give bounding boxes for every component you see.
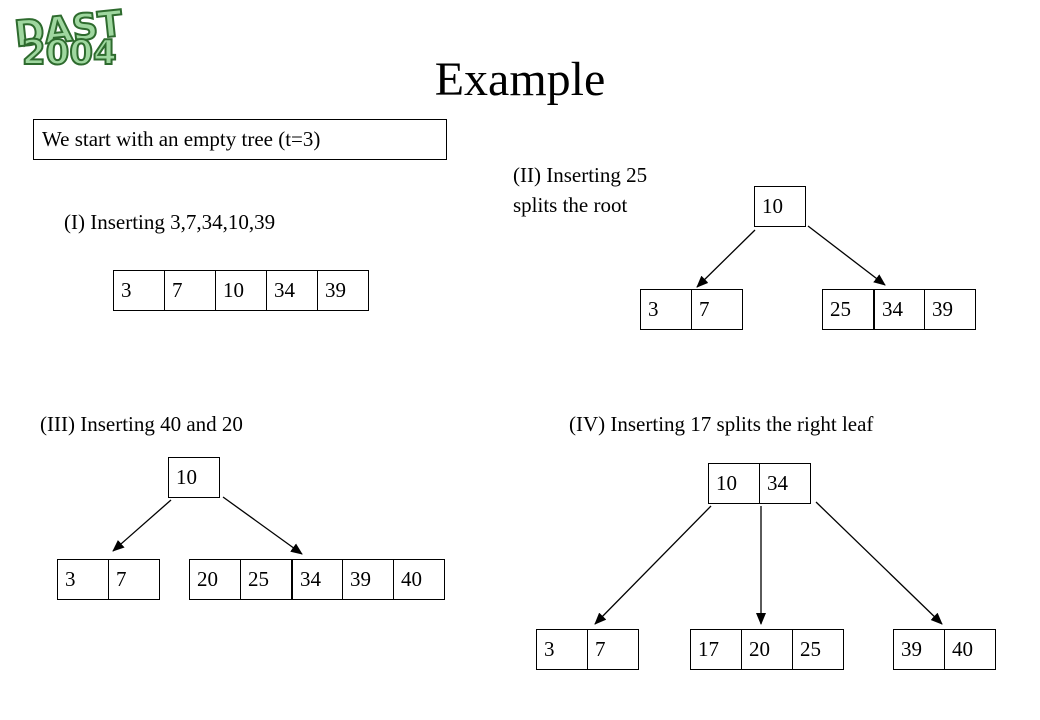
edge-arrow [112, 499, 172, 552]
step2-root-node: 10 [754, 186, 806, 227]
key-cell: 20 [741, 629, 793, 670]
key-cell: 7 [108, 559, 160, 600]
edge-arrow [594, 505, 712, 625]
step4-right-leaf: 39 40 [893, 629, 996, 670]
key-cell: 3 [536, 629, 588, 670]
step4-left-leaf: 3 7 [536, 629, 639, 670]
key-cell: 34 [291, 559, 343, 600]
step1-leaf-node: 3 7 10 34 39 [113, 270, 369, 311]
step4-root-node: 10 34 [708, 463, 811, 504]
key-cell: 3 [640, 289, 692, 330]
step4-mid-leaf: 17 20 25 [690, 629, 844, 670]
edge-arrow [807, 225, 886, 286]
step3-root-node: 10 [168, 457, 220, 498]
key-cell: 39 [317, 270, 369, 311]
step2-caption-line2: splits the root [513, 193, 628, 217]
key-cell: 10 [754, 186, 806, 227]
key-cell: 25 [240, 559, 292, 600]
edge-arrow [696, 229, 756, 288]
key-cell: 10 [708, 463, 760, 504]
step1-caption: (I) Inserting 3,7,34,10,39 [64, 210, 276, 234]
key-cell: 7 [691, 289, 743, 330]
key-cell: 40 [944, 629, 996, 670]
dast-2004-logo: DAST 2004 [12, 2, 126, 74]
key-cell: 10 [168, 457, 220, 498]
step2-caption-line1: (II) Inserting 25 [513, 163, 648, 187]
step3-left-leaf: 3 7 [57, 559, 160, 600]
key-cell: 3 [57, 559, 109, 600]
key-cell: 25 [792, 629, 844, 670]
key-cell: 3 [113, 270, 165, 311]
key-cell: 39 [342, 559, 394, 600]
slide-title: Example [434, 53, 606, 106]
key-cell: 10 [215, 270, 267, 311]
step3-right-leaf: 20 25 34 39 40 [189, 559, 445, 600]
svg-text:2004: 2004 [22, 33, 117, 73]
edge-arrow [815, 501, 943, 625]
step2-left-leaf: 3 7 [640, 289, 743, 330]
step2-right-leaf: 25 34 39 [822, 289, 976, 330]
edge-arrow [222, 496, 303, 555]
key-cell: 39 [924, 289, 976, 330]
key-cell: 39 [893, 629, 945, 670]
key-cell: 34 [873, 289, 925, 330]
step3-caption: (III) Inserting 40 and 20 [40, 412, 243, 436]
key-cell: 40 [393, 559, 445, 600]
intro-box: We start with an empty tree (t=3) [33, 119, 447, 160]
key-cell: 34 [759, 463, 811, 504]
key-cell: 7 [587, 629, 639, 670]
step4-caption: (IV) Inserting 17 splits the right leaf [569, 412, 874, 436]
